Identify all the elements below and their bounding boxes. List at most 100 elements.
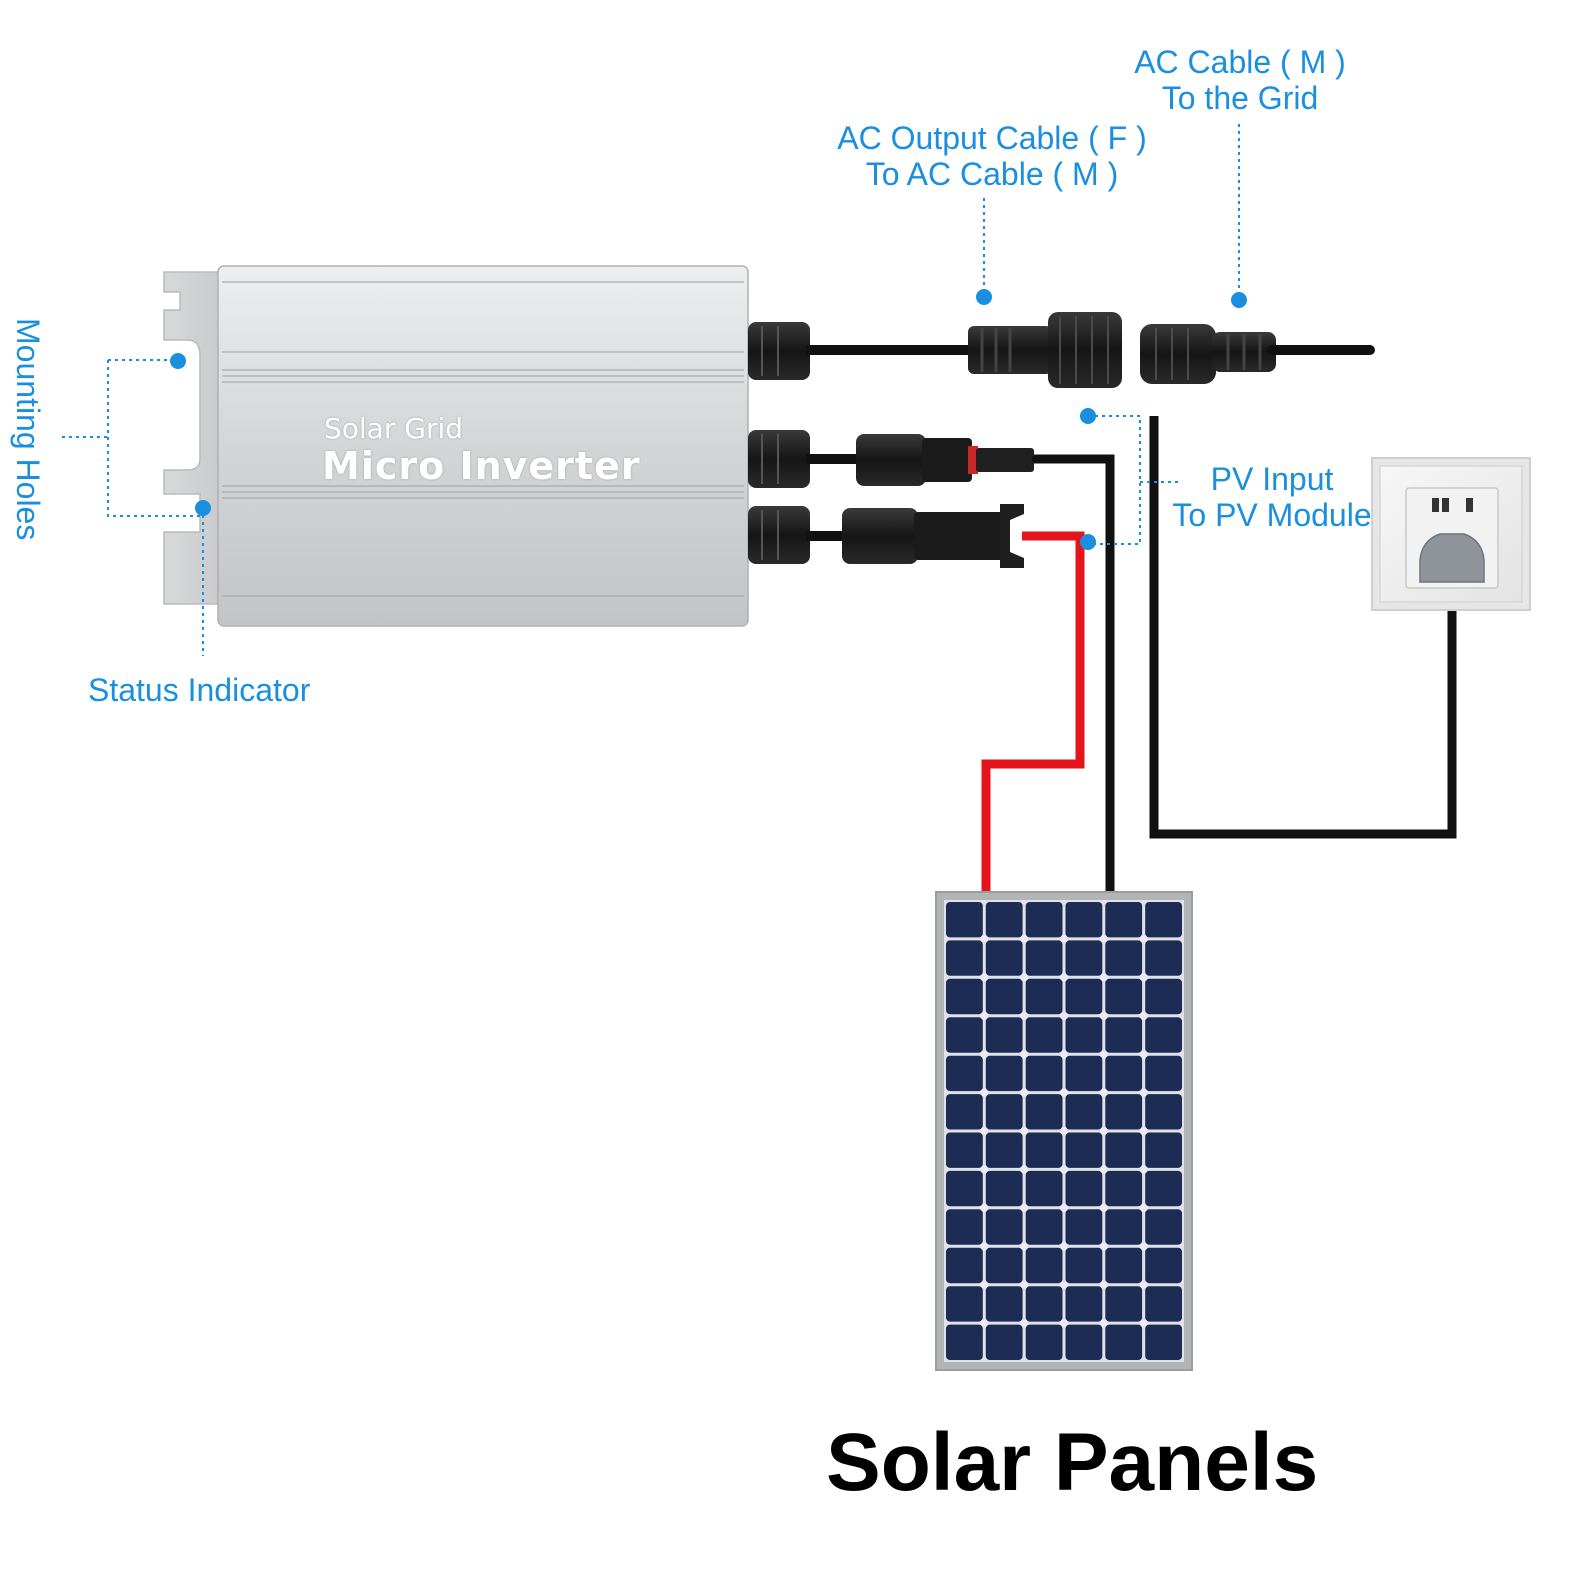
solar-cell: [1025, 1132, 1063, 1168]
cell-junction: [980, 1088, 989, 1097]
solar-cell: [985, 1286, 1023, 1322]
solar-cell: [1065, 1247, 1103, 1284]
solar-cell: [1105, 1017, 1143, 1053]
cell-junction: [1020, 1319, 1029, 1328]
solar-cell: [1025, 1055, 1063, 1092]
callout-pv-input-line2: To PV Module: [1172, 497, 1372, 533]
callout-pv-input: PV Input To PV Module: [1158, 461, 1386, 533]
housing-ribs: [222, 281, 744, 597]
cell-junction: [1099, 934, 1108, 943]
solar-cell: [1065, 1324, 1103, 1360]
solar-cell: [1145, 978, 1182, 1015]
cell-junction: [1099, 1165, 1108, 1174]
pv-negative-lead: [806, 434, 1040, 486]
solar-cell: [1065, 1017, 1103, 1053]
cell-junction: [1020, 1165, 1029, 1174]
cell-junction: [1020, 1050, 1029, 1059]
callout-mounting-holes: Mounting Holes: [10, 318, 46, 541]
solar-cell: [1065, 1170, 1103, 1207]
solar-cell: [1105, 1170, 1143, 1207]
solar-cell: [1065, 1094, 1103, 1130]
solar-cell: [1105, 1055, 1143, 1092]
cell-junction: [980, 1165, 989, 1174]
ac-coupling-nut: [1048, 312, 1122, 388]
cell-junction: [1099, 1280, 1108, 1289]
cell-junction: [1020, 1011, 1029, 1020]
cell-junction: [980, 973, 989, 982]
cell-junction: [1139, 1011, 1148, 1020]
solar-cell: [946, 1055, 983, 1092]
callout-pv-input-line1: PV Input: [1210, 461, 1334, 497]
callout-dots: [170, 289, 1247, 550]
solar-cell: [1145, 1324, 1182, 1360]
solar-panels-title: Solar Panels: [826, 1417, 1319, 1508]
cell-junction: [1060, 1011, 1068, 1020]
solar-cell: [946, 978, 983, 1015]
solar-cell: [946, 940, 983, 976]
solar-cell: [946, 1209, 983, 1245]
cell-junction: [980, 1127, 989, 1135]
grid-wire: [1149, 416, 1457, 839]
cell-junction: [1060, 1165, 1068, 1174]
solar-cell: [985, 978, 1023, 1015]
device-label-line2: Micro Inverter: [322, 444, 641, 488]
solar-cell: [1145, 1209, 1182, 1245]
cell-junction: [1020, 1088, 1029, 1097]
solar-cell: [985, 1017, 1023, 1053]
cell-junction: [1139, 1050, 1148, 1059]
solar-cell: [1145, 1247, 1182, 1284]
solar-cell: [1025, 1324, 1063, 1360]
micro-inverter: [163, 265, 810, 627]
cell-junction: [1099, 973, 1108, 982]
solar-cell: [946, 1132, 983, 1168]
solar-cell: [1065, 940, 1103, 976]
callout-ac-cable-m-line1: AC Cable ( M ): [1134, 44, 1346, 80]
solar-cell: [1065, 1286, 1103, 1322]
solar-cell: [946, 1286, 983, 1322]
cell-junction: [1139, 1088, 1148, 1097]
cell-junction: [1139, 934, 1148, 943]
cell-junction: [980, 1319, 989, 1328]
cell-junction: [1060, 1280, 1068, 1289]
cell-junction: [1020, 1127, 1029, 1135]
cell-junction: [980, 934, 989, 943]
cell-junction: [1099, 1127, 1108, 1135]
wall-outlet: [1371, 457, 1531, 611]
callout-ac-output-cable: AC Output Cable ( F ) To AC Cable ( M ): [812, 120, 1172, 192]
cell-junction: [1020, 1203, 1029, 1212]
solar-cell: [1025, 902, 1063, 938]
solar-cell: [1145, 1170, 1182, 1207]
cell-junction: [980, 1280, 989, 1289]
solar-cell: [1065, 1055, 1103, 1092]
cell-junction: [1060, 1203, 1068, 1212]
cell-junction: [1139, 973, 1148, 982]
plug-head: [1419, 533, 1485, 583]
solar-cell: [985, 1094, 1023, 1130]
cell-junction: [1099, 1050, 1108, 1059]
solar-cell: [1065, 978, 1103, 1015]
solar-cell: [985, 1247, 1023, 1284]
solar-cell: [946, 902, 983, 938]
solar-cell: [1145, 902, 1182, 938]
cell-junction: [1020, 934, 1029, 943]
solar-cell: [1105, 1247, 1143, 1284]
device-label-line1: Solar Grid: [324, 412, 464, 445]
callout-ac-cable-m-line2: To the Grid: [1161, 80, 1319, 116]
panel-cells: [946, 902, 1182, 1360]
solar-cell: [1025, 1209, 1063, 1245]
cell-junction: [1139, 1127, 1148, 1135]
solar-cell: [1145, 1055, 1182, 1092]
solar-cell: [946, 1094, 983, 1130]
solar-cell: [1025, 1094, 1063, 1130]
cell-junction: [1099, 1088, 1108, 1097]
cell-junction: [1020, 1242, 1029, 1251]
solar-cell: [1025, 1017, 1063, 1053]
solar-cell: [1145, 940, 1182, 976]
callout-leaders: [62, 124, 1240, 656]
solar-cell: [946, 1017, 983, 1053]
solar-cell: [1105, 1094, 1143, 1130]
cell-junction: [1099, 1319, 1108, 1328]
ac-grid-cable: [1140, 324, 1375, 384]
positive-wire: [981, 531, 1085, 896]
